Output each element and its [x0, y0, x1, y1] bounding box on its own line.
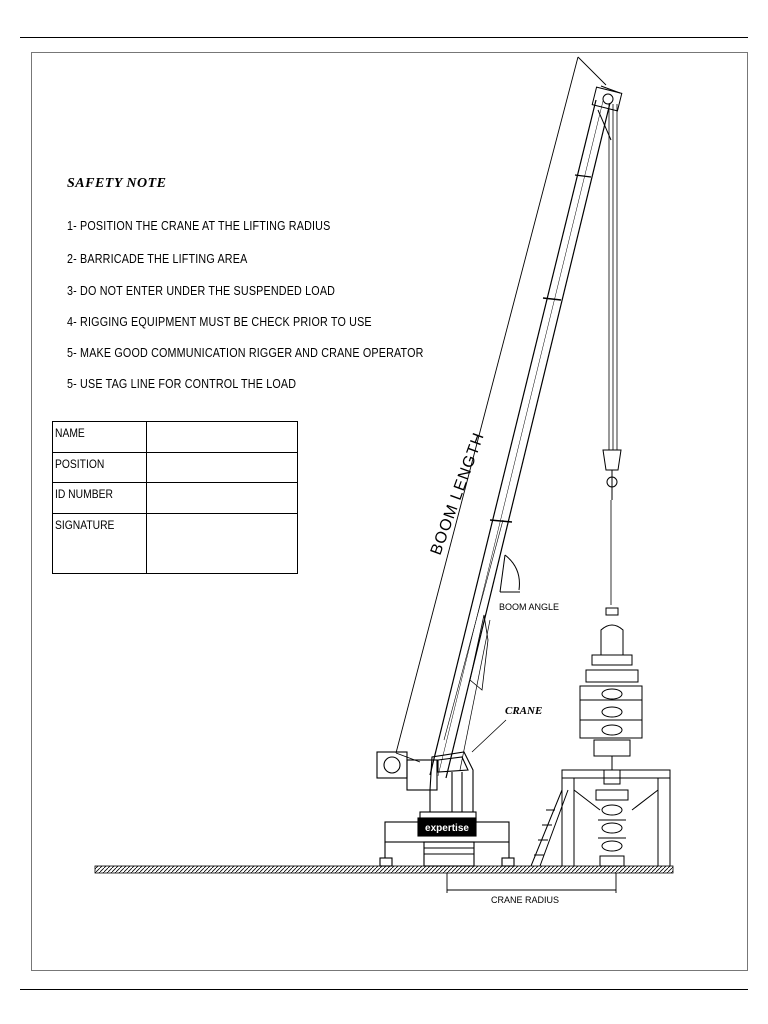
position-field[interactable]	[146, 452, 298, 483]
sheet-bottom-border	[20, 989, 748, 990]
crane-label: CRANE	[505, 705, 542, 717]
sheet-top-border	[20, 37, 748, 38]
bop-stack	[579, 624, 643, 770]
crane-body	[376, 751, 477, 823]
table-row: NAME	[52, 421, 298, 453]
safety-note-item-5: 5- MAKE GOOD COMMUNICATION RIGGER AND CR…	[67, 346, 424, 360]
boom-angle-arc	[499, 554, 520, 593]
crane-radius-dimension	[446, 873, 617, 893]
table-row: POSITION	[52, 452, 298, 483]
boom-stay	[469, 614, 489, 691]
id-number-label: ID NUMBER	[52, 482, 147, 514]
drawing-frame	[31, 52, 748, 971]
boom-head	[591, 85, 623, 141]
signoff-table: NAME POSITION ID NUMBER SIGNATURE	[52, 421, 298, 574]
safety-note-item-4: 4- RIGGING EQUIPMENT MUST BE CHECK PRIOR…	[67, 315, 372, 329]
crane-pointer-line	[471, 719, 507, 753]
crane-radius-label: CRANE RADIUS	[491, 895, 559, 905]
crane-boom	[429, 99, 611, 779]
signature-label: SIGNATURE	[52, 513, 147, 574]
signature-field[interactable]	[146, 513, 298, 574]
ground-hatch	[94, 865, 674, 874]
safety-note-item-1: 1- POSITION THE CRANE AT THE LIFTING RAD…	[67, 219, 331, 233]
boom-angle-label: BOOM ANGLE	[499, 602, 559, 612]
safety-note-item-6: 5- USE TAG LINE FOR CONTROL THE LOAD	[67, 377, 297, 391]
rig-substructure	[530, 769, 671, 867]
hook-block	[602, 449, 622, 616]
hoist-ropes	[608, 104, 618, 605]
table-row: SIGNATURE	[52, 513, 298, 574]
safety-note-title: SAFETY NOTE	[67, 176, 167, 191]
name-label: NAME	[52, 421, 147, 453]
boom-length-dimension	[395, 56, 607, 763]
crane-carrier	[379, 817, 515, 867]
safety-note-item-3: 3- DO NOT ENTER UNDER THE SUSPENDED LOAD	[67, 284, 336, 298]
boom-length-label: BOOM LENGTH	[428, 430, 488, 557]
expertise-logo: expertise	[425, 823, 469, 834]
safety-note-item-2: 2- BARRICADE THE LIFTING AREA	[67, 252, 248, 266]
